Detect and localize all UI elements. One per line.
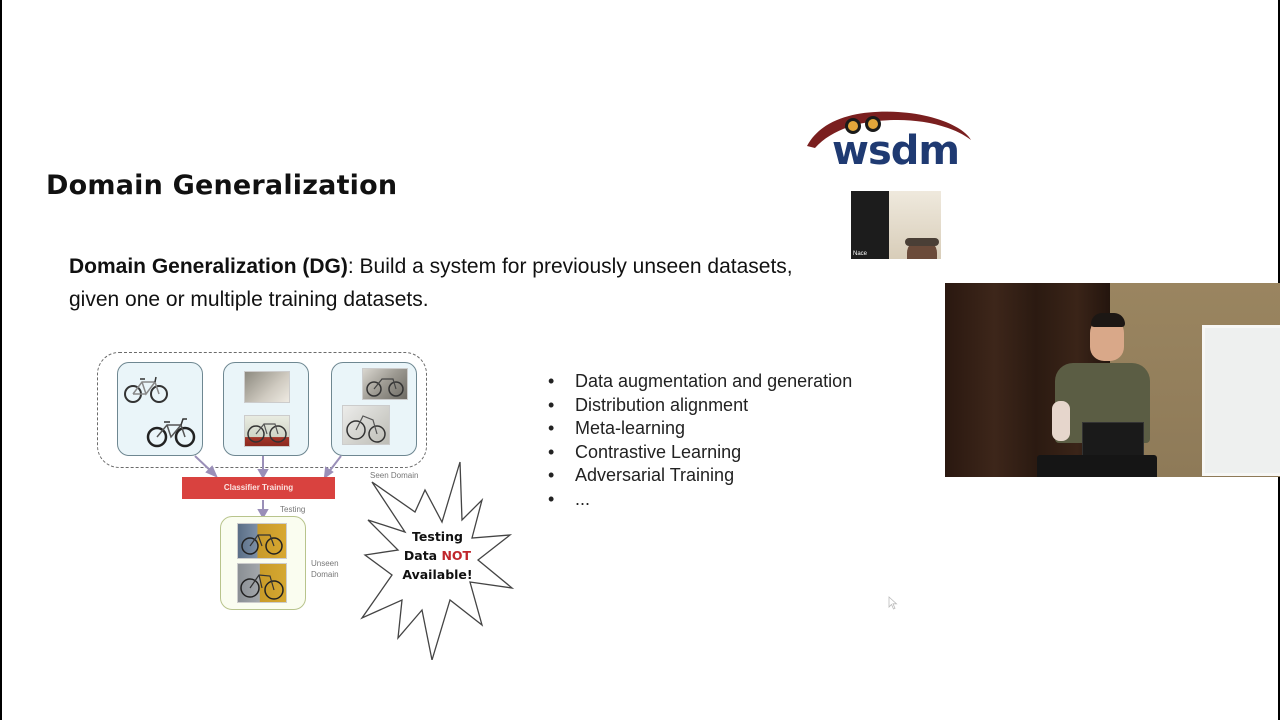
bicycle-photo [244,415,290,447]
bullet-dot-icon: • [548,371,555,391]
bicycle-photo [362,368,408,400]
video-whiteboard [1202,325,1280,476]
unseen-label-line2: Domain [311,570,339,579]
bullet-item: • Contrastive Learning [548,441,852,465]
speaker-video-feed[interactable] [945,283,1280,477]
slide-title: Domain Generalization [46,170,398,201]
definition-paragraph: Domain Generalization (DG): Build a syst… [69,250,829,316]
bullet-text: Distribution alignment [575,394,749,415]
bullet-dot-icon: • [548,488,555,509]
bicycle-image [124,376,168,403]
bullet-item: • Meta-learning [548,417,852,441]
flow-arrows [194,455,342,520]
burst-line2-prefix: Data [403,548,442,563]
bullet-text: Meta-learning [575,418,686,438]
bullet-dot-icon: • [548,465,555,485]
frame-border-left [0,0,2,720]
bicycle-photo [237,523,287,559]
mouse-cursor-icon [888,596,898,610]
video-podium [1037,455,1157,477]
burst-line3: Available! [402,567,473,582]
bullet-text: Adversarial Training [575,465,735,485]
seen-domain-card-3 [331,362,417,456]
methods-bullet-list: • Data augmentation and generation • Distr… [548,370,852,511]
participant-webcam-thumbnail[interactable]: Nace [851,191,941,259]
bullet-text: Contrastive Learning [575,441,742,462]
bicycle-photo [244,371,290,403]
bicycle-photo [342,405,390,445]
bicycle-image [146,418,196,448]
burst-line1: Testing [412,529,463,544]
wsdm-logo-text: wsdm [832,128,960,174]
bullet-item: •... [548,488,852,512]
wsdm-logo-swoosh-icon [807,111,971,148]
burst-not-highlight: NOT [441,548,472,563]
unseen-label-line1: Unseen [311,559,339,568]
seen-domain-card-2 [223,362,309,456]
domain-generalization-diagram: Seen Domain Classifier Training Testing … [95,350,520,660]
unseen-domain-card [220,516,306,610]
starburst-callout [360,461,515,660]
definition-term: Domain Generalization (DG) [69,255,348,278]
definition-text: Build a system for previously unseen dat… [69,255,793,311]
bullet-text: Data augmentation and generation [575,371,853,391]
bullet-item: • Data augmentation and generation [548,370,852,394]
classifier-training-block: Classifier Training [182,477,335,499]
speaker-hair [1091,313,1125,327]
bullet-dot-icon: • [548,441,555,462]
seen-domain-card-1 [117,362,203,456]
seen-domain-label: Seen Domain [370,471,419,480]
burst-text: Testing Data NOT Available! [360,527,515,584]
speaker-arm [1052,401,1070,441]
bullet-item: • Distribution alignment [548,394,852,418]
bullet-dot-icon: • [548,418,555,438]
definition-separator: : [347,255,354,278]
bicycle-photo [237,563,287,603]
webcam-background-dark [851,191,889,259]
burst-line2: Data NOT [360,546,515,565]
bullet-text: ... [575,488,591,509]
participant-cap [905,238,939,246]
participant-name-label: Nace [853,251,868,257]
video-laptop [1082,422,1144,459]
bullet-item: • Adversarial Training [548,464,852,488]
testing-label: Testing [280,505,306,514]
bullet-dot-icon: • [548,394,555,415]
